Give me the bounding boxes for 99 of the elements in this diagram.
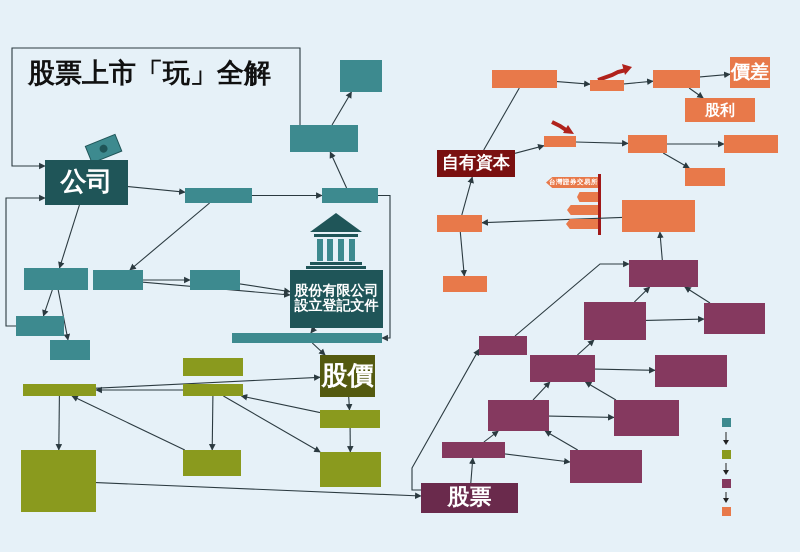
arrow: [556, 80, 591, 88]
step-box: [322, 188, 378, 203]
step-box: 公司: [45, 160, 128, 205]
market-flag: [577, 192, 598, 202]
arrow: [332, 91, 352, 126]
step-box: [584, 302, 646, 340]
step-box: [653, 70, 700, 88]
step-box: 股價: [320, 355, 375, 397]
step-box: [93, 270, 143, 290]
step-box: [655, 355, 727, 387]
step-box: 股票: [421, 483, 518, 513]
arrow: [240, 394, 320, 414]
arrow: [378, 194, 391, 342]
arrow: [657, 231, 664, 260]
step-box: [190, 270, 240, 290]
arrow: [688, 88, 704, 98]
arrow: [484, 430, 499, 442]
arrow: [594, 366, 656, 374]
step-box: [492, 70, 557, 88]
arrow: [667, 140, 725, 148]
arrow: [11, 47, 301, 170]
arrow: [310, 326, 318, 334]
arrow: [514, 260, 630, 336]
step-box: [443, 276, 487, 292]
step-box: [320, 452, 381, 487]
step-box: [183, 358, 243, 376]
arrow: [252, 192, 323, 199]
step-box: [232, 333, 382, 343]
step-box: [442, 442, 505, 458]
arrow: [469, 457, 476, 484]
step-box: [614, 400, 679, 436]
arrow: [143, 276, 191, 284]
step-box: 自有資本: [437, 150, 515, 177]
step-box: [437, 215, 482, 232]
arrow: [312, 342, 326, 356]
arrow: [71, 396, 186, 450]
arrow: [240, 283, 291, 294]
arrow: [514, 144, 545, 154]
arrow: [208, 396, 216, 451]
step-box: [21, 450, 96, 512]
market-flag: [566, 219, 598, 229]
step-box: [183, 450, 241, 476]
arrow: [504, 453, 571, 465]
arrow: [330, 151, 348, 188]
arrow: [548, 414, 615, 421]
step-box: [24, 268, 88, 290]
step-box: [320, 410, 380, 428]
step-box: [488, 400, 549, 431]
step-box: [340, 60, 382, 92]
step-box: [530, 355, 595, 382]
step-box: [185, 188, 252, 203]
arrow: [460, 232, 468, 277]
arrow: [634, 286, 650, 302]
arrow: [223, 396, 321, 452]
step-box: [704, 303, 765, 334]
arrow: [576, 140, 629, 147]
step-box: [183, 384, 243, 396]
arrow: [646, 316, 705, 323]
title: 股票上市「玩」全解: [28, 57, 271, 91]
market-flag: [567, 205, 598, 215]
arrow: [532, 382, 550, 400]
step-box: 價差: [730, 57, 770, 88]
arrow: [461, 176, 474, 216]
step-box: [685, 168, 725, 186]
arrow: [42, 290, 53, 317]
arrow: [56, 396, 62, 451]
arrow: [58, 290, 70, 341]
step-box: [479, 336, 527, 355]
arrow: [684, 286, 710, 304]
step-box: [629, 260, 698, 287]
arrow: [129, 202, 210, 270]
step-box: [544, 136, 576, 147]
step-box: [23, 384, 96, 396]
step-box: 股份有限公司設立登記文件: [290, 270, 383, 328]
arrow: [96, 374, 321, 389]
step-box: [16, 316, 64, 336]
arrow: [95, 386, 183, 394]
arrow: [624, 78, 654, 86]
arrow: [662, 152, 690, 168]
step-box: [628, 135, 667, 153]
arrow: [544, 430, 578, 450]
arrow: [346, 396, 352, 411]
step-box: [724, 135, 778, 153]
arrow: [128, 186, 186, 195]
arrow: [584, 382, 616, 400]
step-box: [570, 450, 642, 483]
step-box: [50, 340, 90, 360]
arrow: [346, 428, 354, 453]
arrow: [96, 482, 422, 500]
arrow: [5, 194, 46, 327]
arrow: [58, 204, 80, 269]
arrow: [700, 72, 731, 78]
arrow: [577, 340, 594, 356]
step-box: [590, 80, 624, 91]
step-box: [622, 200, 695, 232]
arrow: [411, 348, 480, 491]
step-box: 股利: [685, 98, 755, 122]
step-box: [290, 125, 358, 152]
arrow: [481, 216, 622, 226]
